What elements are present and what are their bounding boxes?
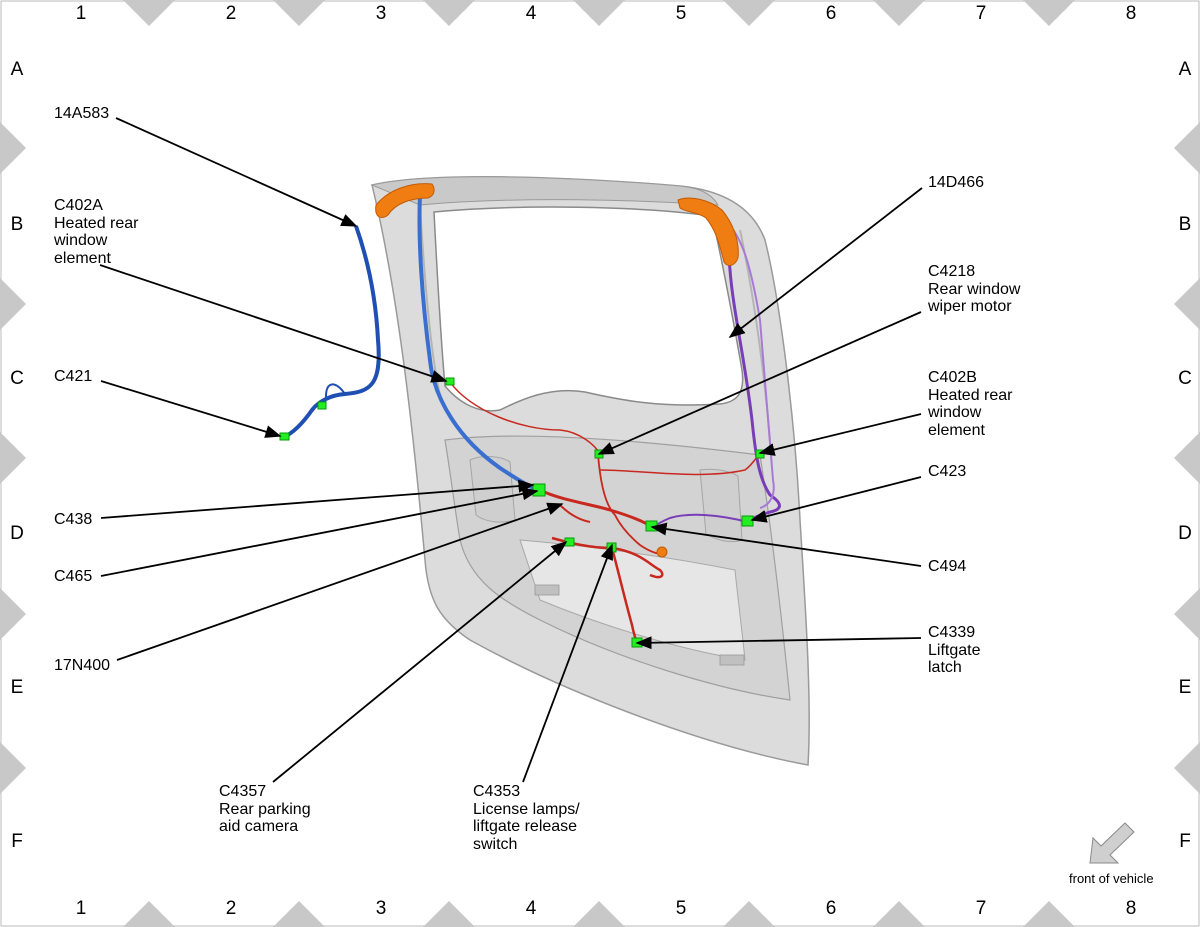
grid-row-left: B <box>10 214 24 235</box>
leader-c4218 <box>597 311 922 455</box>
connector-c423 <box>741 515 754 527</box>
grid-row-left: C <box>10 368 24 389</box>
leader-lines <box>99 117 923 783</box>
label-c423: C423 <box>928 463 967 480</box>
grid-col-top: 1 <box>75 3 87 24</box>
label-c438: C438 <box>54 511 93 528</box>
arrow-down-left-icon <box>1089 822 1135 864</box>
label-c4339: C4339 Liftgate latch <box>928 624 981 676</box>
label-c494: C494 <box>928 558 967 575</box>
liftgate-panel <box>370 176 810 766</box>
leader-14a583 <box>115 117 358 227</box>
grid-row-left: F <box>11 831 23 852</box>
label-c4357: C4357 Rear parking aid camera <box>219 783 311 835</box>
grid-col-top: 4 <box>525 3 537 24</box>
grid-col-top: 8 <box>1125 3 1137 24</box>
leader-c4353 <box>522 543 613 783</box>
leader-c4357 <box>272 540 568 783</box>
grid-row-right: B <box>1178 214 1192 235</box>
label-c4218: C4218 Rear window wiper motor <box>928 263 1021 315</box>
grid-row-right: E <box>1178 677 1192 698</box>
connector-c4357 <box>564 537 575 547</box>
label-c402a: C402A Heated rear window element <box>54 197 139 267</box>
grid-row-left: D <box>10 523 24 544</box>
connector-c421-aux <box>317 401 327 410</box>
leader-c423 <box>750 476 922 523</box>
grid-col-top: 6 <box>825 3 837 24</box>
grid-row-right: A <box>1178 59 1192 80</box>
grid-col-bottom: 2 <box>225 898 237 919</box>
connector-c494 <box>645 520 658 532</box>
grid-col-bottom: 8 <box>1125 898 1137 919</box>
connector-c402a <box>445 377 455 386</box>
grid-col-bottom: 3 <box>375 898 387 919</box>
grid-col-bottom: 4 <box>525 898 537 919</box>
grid-col-bottom: 1 <box>75 898 87 919</box>
front-of-vehicle-caption: front of vehicle <box>1069 871 1154 886</box>
leader-c4339 <box>635 636 922 650</box>
connector-c421 <box>279 432 290 441</box>
grid-col-bottom: 7 <box>975 898 987 919</box>
leader-c421 <box>100 380 282 438</box>
leader-14d466 <box>728 187 923 338</box>
grid-col-top: 7 <box>975 3 987 24</box>
leader-c402b <box>758 413 922 456</box>
label-c465: C465 <box>54 568 93 585</box>
grid-row-left: E <box>10 677 24 698</box>
grid-row-left: A <box>10 59 24 80</box>
conduit-orange <box>375 183 739 558</box>
leader-c465 <box>100 487 539 577</box>
label-c421: C421 <box>54 368 93 385</box>
label-c402b: C402B Heated rear window element <box>928 369 1013 439</box>
connector-c402b <box>755 449 765 459</box>
leader-c402a <box>99 264 448 383</box>
grid-col-top: 5 <box>675 3 687 24</box>
grid-row-right: F <box>1179 831 1191 852</box>
grid-col-bottom: 6 <box>825 898 837 919</box>
leader-c438 <box>100 479 535 519</box>
leader-c494 <box>650 522 922 567</box>
grid-row-right: C <box>1178 368 1192 389</box>
label-14a583: 14A583 <box>54 105 110 122</box>
connector-c438 <box>532 483 546 497</box>
label-14d466: 14D466 <box>928 174 985 191</box>
grid-col-top: 3 <box>375 3 387 24</box>
grid-col-top: 2 <box>225 3 237 24</box>
label-17n400: 17N400 <box>54 657 111 674</box>
grid-row-right: D <box>1178 523 1192 544</box>
label-c4353: C4353 License lamps/ liftgate release sw… <box>473 783 580 853</box>
leader-17n400 <box>116 502 564 661</box>
grid-col-bottom: 5 <box>675 898 687 919</box>
